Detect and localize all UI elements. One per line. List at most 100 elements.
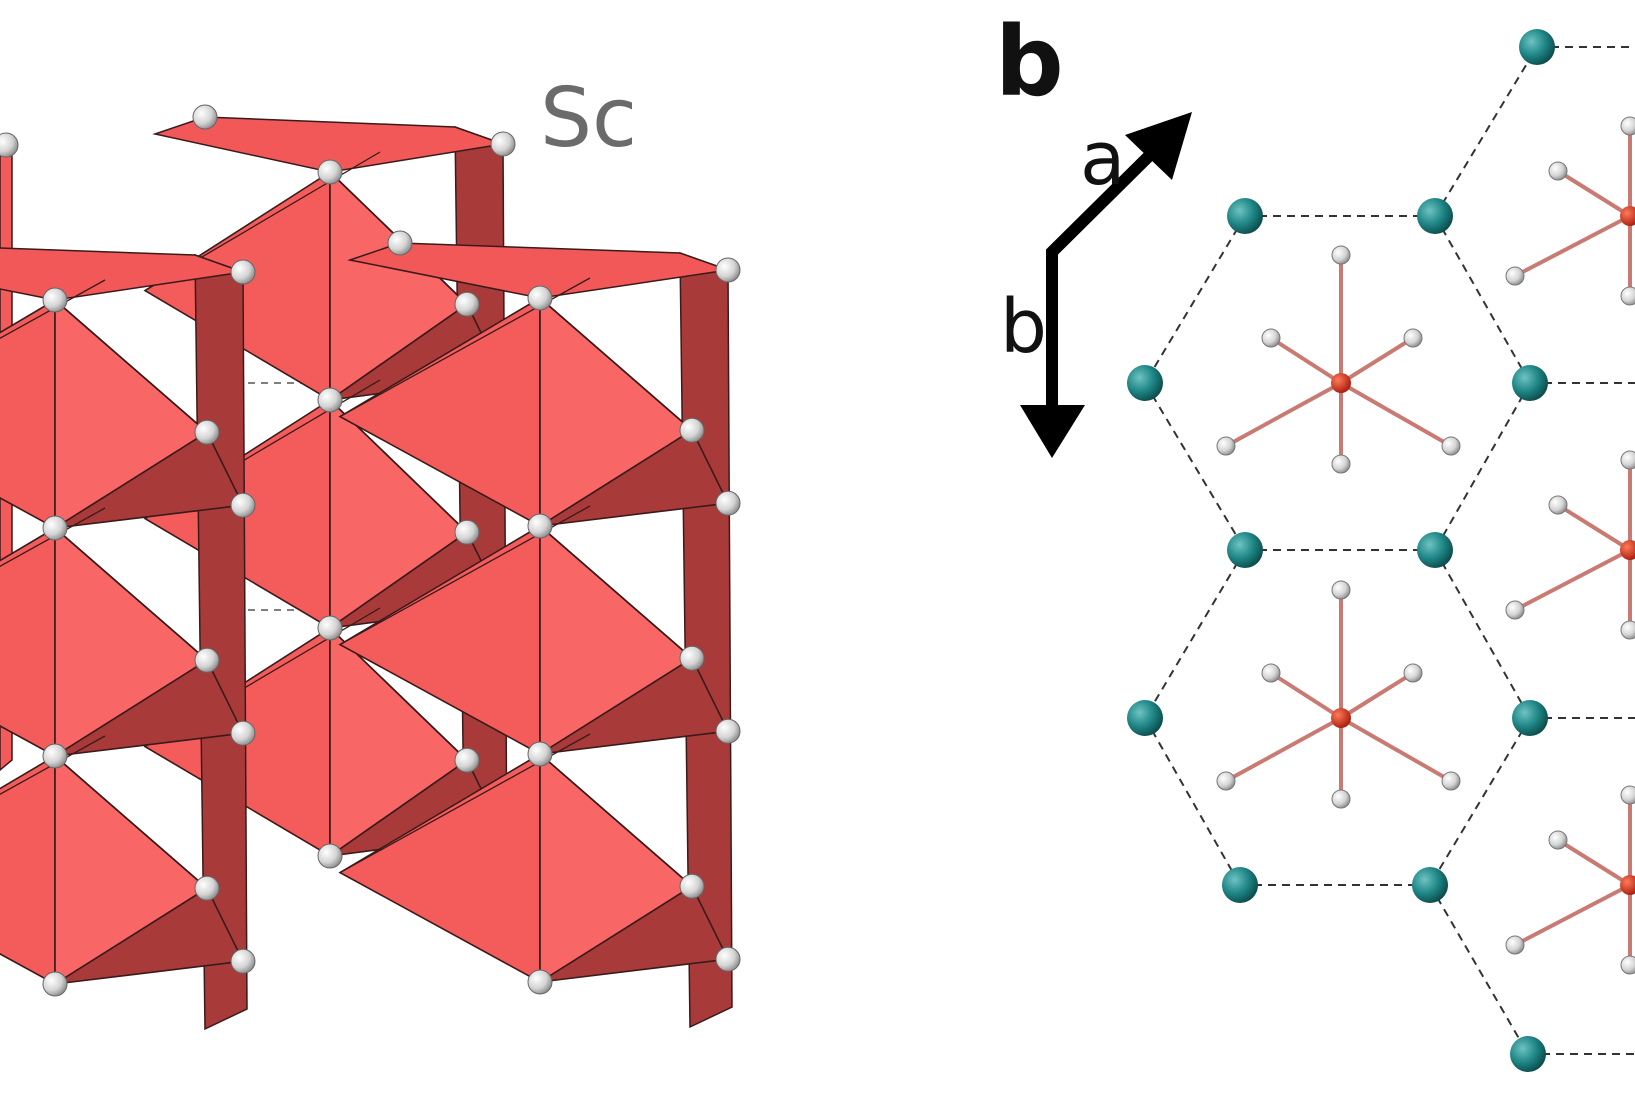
octahedra-column (0, 247, 256, 1031)
vertex-atom (0, 132, 19, 158)
ligand-atom (1620, 116, 1635, 136)
star-motif (1216, 245, 1461, 474)
ligand-atom (1505, 600, 1525, 620)
hexagon-edge-line (1429, 884, 1529, 1055)
bond-line (1339, 671, 1415, 720)
vertex-atom (527, 285, 553, 311)
polyhedron-edge (54, 527, 208, 661)
center-atom (1620, 540, 1635, 560)
ligand-atom (1548, 830, 1568, 850)
vertex-atom (527, 741, 553, 767)
polyhedron-shaded-face (539, 657, 730, 755)
vertex-atom (230, 720, 256, 746)
axis-label-a: a (1080, 116, 1126, 202)
hexagon-edge-line (1144, 717, 1241, 886)
axis-arrow-head-a (1125, 112, 1192, 180)
vertex-atom (192, 104, 218, 130)
ligand-atom (1505, 266, 1525, 286)
hexagon-edge-line (1434, 46, 1538, 217)
vertex-atom (715, 490, 741, 516)
vertex-atom (42, 743, 68, 769)
ligand-atom (1331, 789, 1351, 809)
star-motif-partial (1505, 785, 1635, 975)
polyhedron-shaded-face (54, 887, 245, 985)
ligand-atom (1403, 663, 1423, 683)
ligand-atom (1331, 580, 1351, 600)
star-motif (1216, 580, 1461, 809)
vertex-atom (454, 291, 480, 317)
metal-atom (1519, 29, 1555, 65)
ligand-atom (1331, 245, 1351, 265)
hexagon-edge-line (1434, 382, 1531, 551)
polyhedron-shaded-face (539, 429, 730, 527)
center-atom (1620, 206, 1635, 226)
star-motif-partial (1505, 450, 1635, 640)
panel-label-b: b (995, 6, 1064, 118)
center-atom (1331, 708, 1351, 728)
ligand-atom (1505, 935, 1525, 955)
ligand-atom (1216, 436, 1236, 456)
vertex-atom (230, 948, 256, 974)
octahedra-column (338, 230, 741, 1029)
vertex-atom (454, 519, 480, 545)
polyhedron-edge (54, 299, 208, 433)
vertex-atom (317, 387, 343, 413)
ligand-atom (1620, 286, 1635, 306)
metal-atom (1227, 532, 1263, 568)
panel-b-lattice (1020, 29, 1635, 1072)
bond-line (1556, 838, 1632, 887)
vertex-atom (42, 515, 68, 541)
polyhedron-edge (54, 755, 208, 889)
hexagon-edge-line (1144, 382, 1246, 551)
vertex-atom (230, 259, 256, 285)
metal-atom (1127, 700, 1163, 736)
center-atom (1331, 373, 1351, 393)
ligand-atom (1620, 785, 1635, 805)
vertex-atom (230, 492, 256, 518)
vertex-atom (490, 131, 516, 157)
vertex-atom (715, 257, 741, 283)
vertex-atom (679, 645, 705, 671)
hexagon-edge-line (1429, 717, 1531, 886)
vertex-atom (317, 615, 343, 641)
vertex-atom (194, 875, 220, 901)
ligand-atom (1331, 454, 1351, 474)
vertex-atom (317, 159, 343, 185)
vertex-atom (679, 417, 705, 443)
ligand-atom (1620, 620, 1635, 640)
vertex-atom (194, 647, 220, 673)
metal-atom (1417, 198, 1453, 234)
bond-line (1269, 336, 1343, 385)
panel-a-polyhedra (0, 104, 741, 1031)
bond-line (1340, 716, 1452, 783)
ligand-atom (1548, 161, 1568, 181)
hexagon-edge-line (1434, 549, 1531, 719)
vertex-atom (527, 513, 553, 539)
vertex-atom (715, 946, 741, 972)
polyhedron-edge (539, 525, 693, 659)
ligand-atom (1403, 328, 1423, 348)
vertex-atom (317, 843, 343, 869)
element-label: Sc (540, 71, 638, 166)
axis-label-b: b (1000, 284, 1047, 370)
ligand-atom (1620, 450, 1635, 470)
bond-line (1514, 214, 1631, 278)
ligand-atom (1216, 771, 1236, 791)
star-motif-partial (1505, 116, 1635, 306)
axis-arrow-head-b (1020, 405, 1085, 458)
vertex-atom (387, 230, 413, 256)
ligand-atom (1261, 663, 1281, 683)
bond-line (1514, 883, 1631, 947)
ligand-atom (1548, 495, 1568, 515)
bond-line (1340, 381, 1452, 448)
ligand-atom (1441, 771, 1461, 791)
hexagon-edge-line (1434, 215, 1531, 384)
center-atom (1620, 875, 1635, 895)
polyhedron-top-face (0, 247, 244, 301)
vertex-atom (527, 969, 553, 995)
bond-line (1514, 548, 1631, 612)
hexagon-edge-line (1144, 549, 1246, 719)
metal-atom (1227, 198, 1263, 234)
polyhedron-edge (539, 753, 693, 887)
